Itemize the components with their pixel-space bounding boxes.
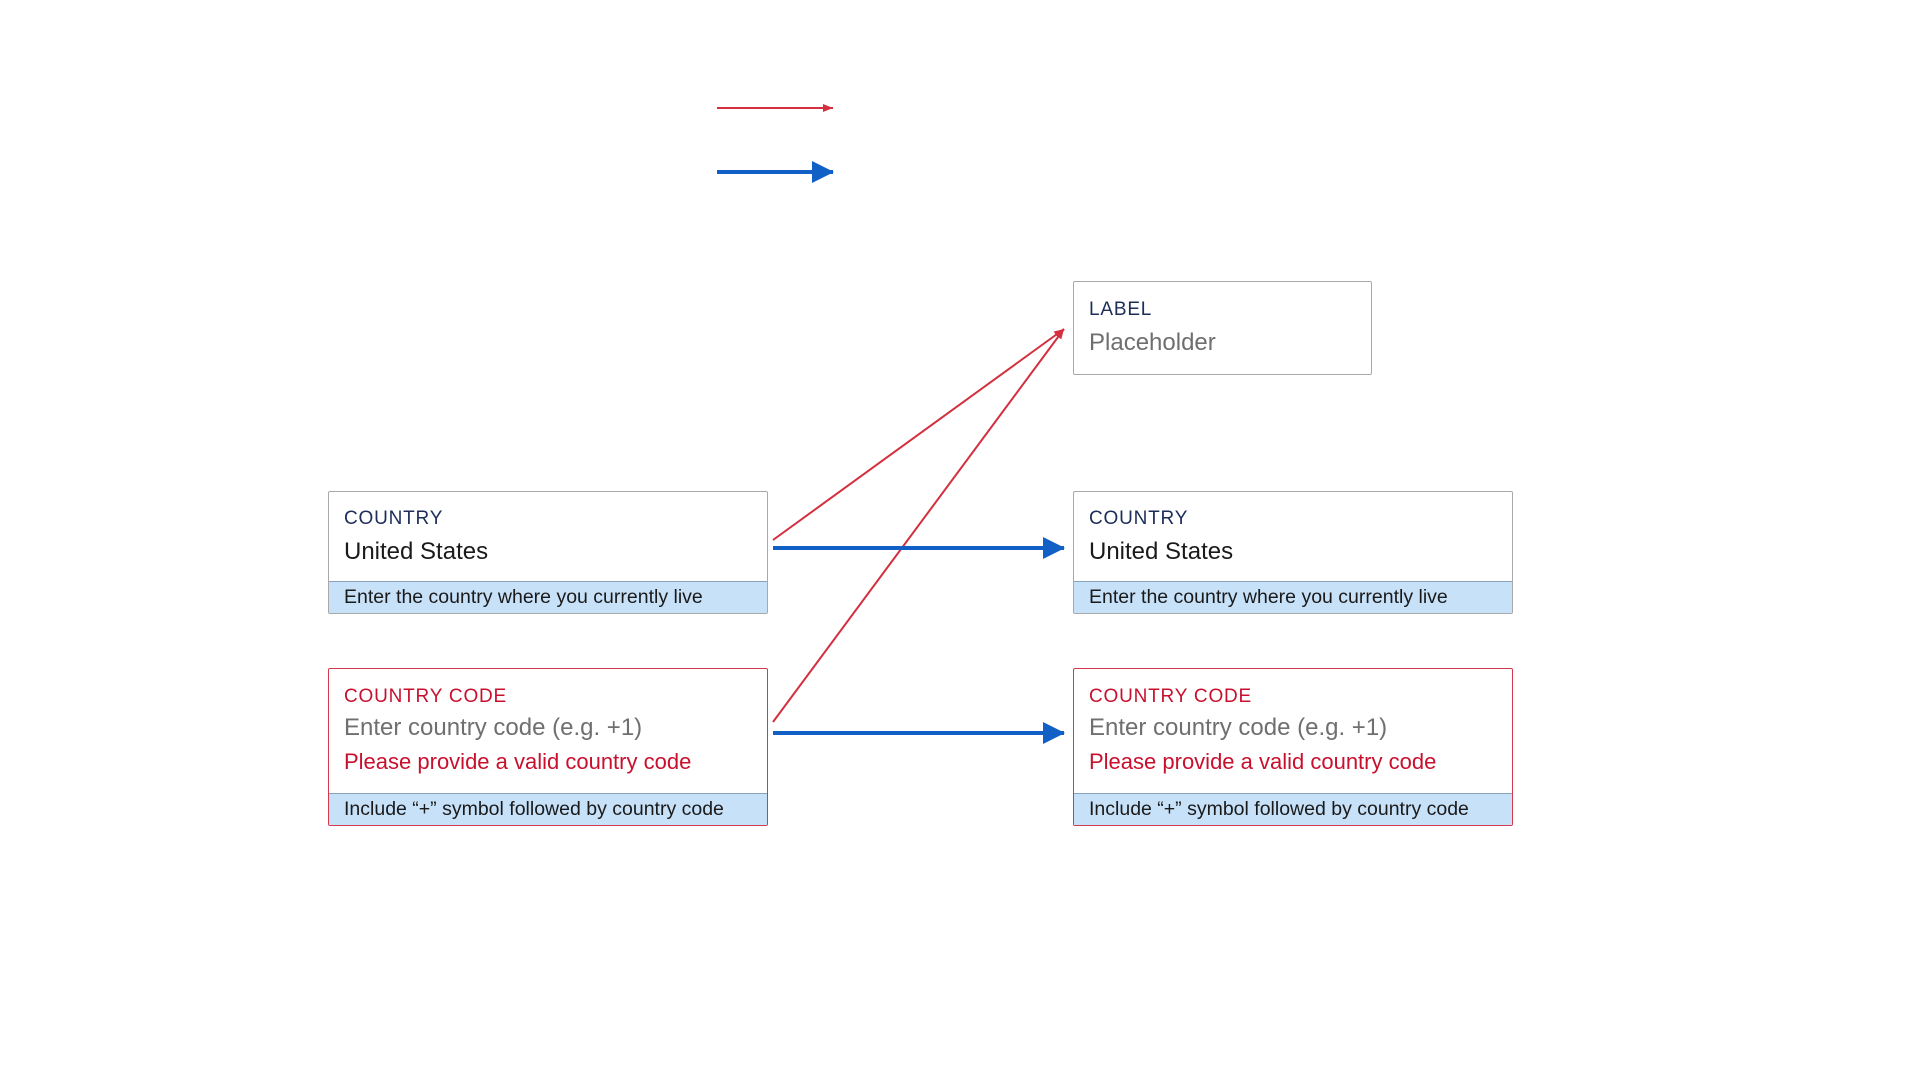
country-field-source[interactable]: COUNTRY United States Enter the country …	[328, 491, 768, 614]
field-hint: Enter the country where you currently li…	[1074, 581, 1512, 613]
arrow-country-to-label	[772, 328, 1065, 541]
country-field-target[interactable]: COUNTRY United States Enter the country …	[1073, 491, 1513, 614]
field-hint: Include “+” symbol followed by country c…	[1074, 793, 1512, 825]
field-value: United States	[344, 538, 489, 565]
country-code-field-source[interactable]: COUNTRY CODE Enter country code (e.g. +1…	[328, 668, 768, 826]
country-code-field-target[interactable]: COUNTRY CODE Enter country code (e.g. +1…	[1073, 668, 1513, 826]
label-placeholder-field[interactable]: LABEL Placeholder	[1073, 281, 1372, 375]
field-value: United States	[1089, 538, 1234, 565]
field-label: COUNTRY CODE	[344, 686, 508, 707]
field-error-message: Please provide a valid country code	[344, 749, 692, 774]
arrow-country-code-to-label	[772, 328, 1065, 723]
field-label: COUNTRY CODE	[1089, 686, 1253, 707]
field-hint: Enter the country where you currently li…	[329, 581, 767, 613]
field-hint: Include “+” symbol followed by country c…	[329, 793, 767, 825]
field-placeholder: Placeholder	[1089, 329, 1216, 356]
field-label: COUNTRY	[344, 508, 444, 529]
field-label: COUNTRY	[1089, 508, 1189, 529]
field-placeholder: Enter country code (e.g. +1)	[1089, 714, 1388, 741]
field-error-message: Please provide a valid country code	[1089, 749, 1437, 774]
field-placeholder: Enter country code (e.g. +1)	[344, 714, 643, 741]
field-label: LABEL	[1089, 299, 1153, 320]
